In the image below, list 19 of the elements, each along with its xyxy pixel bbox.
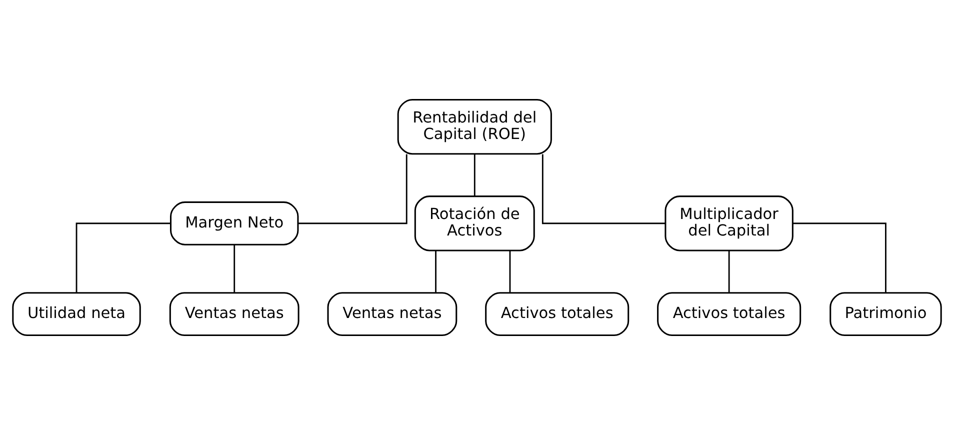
connector (435, 250, 436, 292)
connector (76, 222, 171, 292)
connector (792, 222, 886, 292)
connector (474, 154, 476, 196)
node-box: Activos totales (485, 292, 630, 336)
node-box: Ventas netas (327, 292, 458, 336)
node-box: Multiplicador del Capital (664, 195, 794, 251)
connector (234, 244, 236, 292)
node-box: Margen Neto (170, 200, 299, 245)
node-box: Patrimonio (830, 292, 942, 336)
connector (728, 250, 730, 292)
node-box: Rotación de Activos (414, 195, 535, 251)
node-box: Rentabilidad del Capital (ROE) (397, 98, 552, 154)
node-box: Activos totales (657, 292, 802, 336)
connector (509, 250, 511, 292)
connector (298, 154, 408, 224)
node-box: Utilidad neta (12, 292, 141, 336)
node-box: Ventas netas (169, 292, 300, 336)
connector (542, 154, 666, 224)
